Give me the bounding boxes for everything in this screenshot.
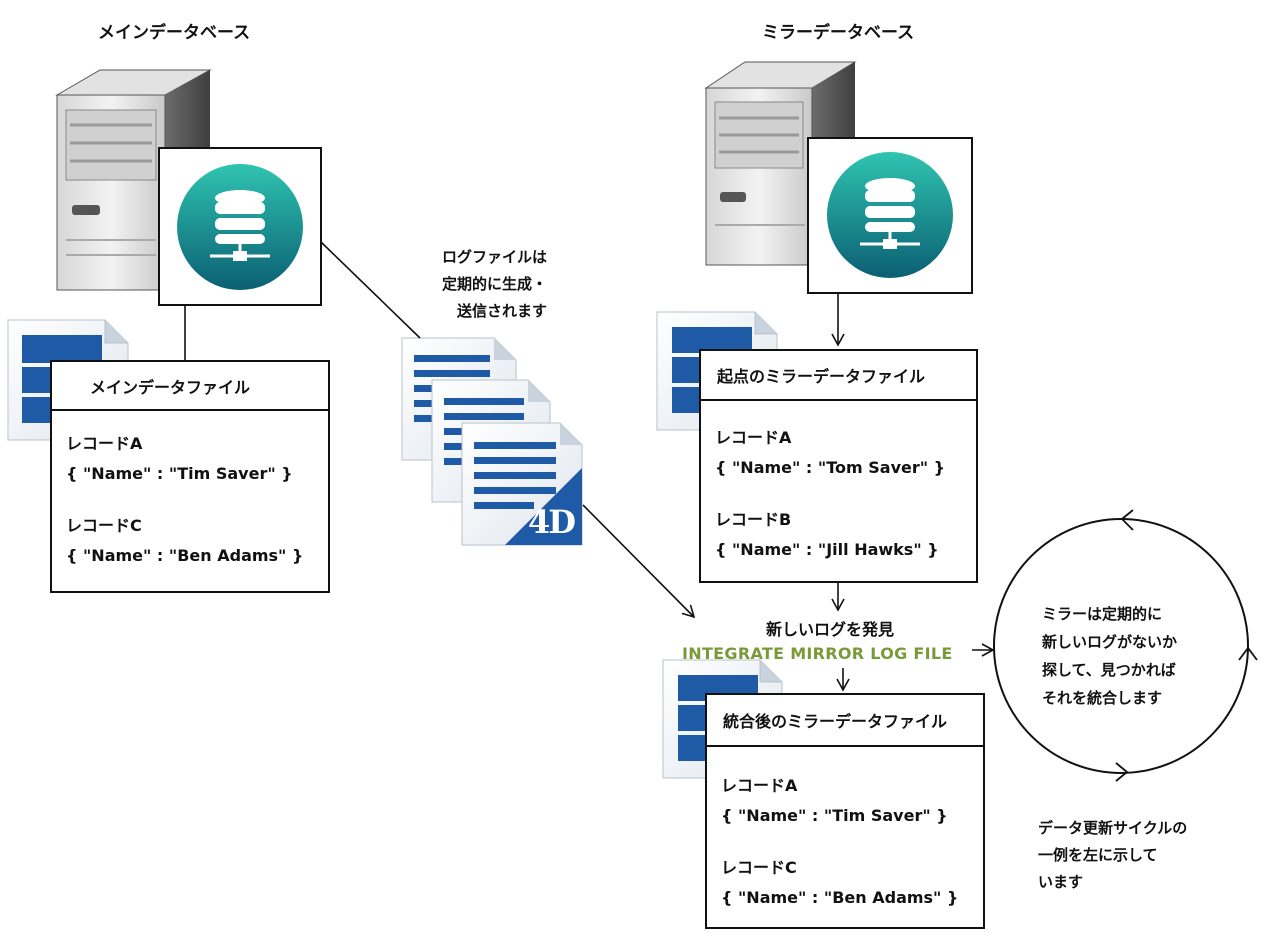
update-cycle-circle — [993, 509, 1258, 782]
record-value: { "Name" : "Tim Saver" } — [66, 464, 293, 483]
4d-logo-icon — [505, 468, 582, 545]
record-label: レコードC — [66, 516, 142, 535]
database-network-icon — [807, 137, 973, 294]
log-note: ログファイルは 定期的に生成・ 送信されます — [423, 244, 547, 325]
log-note-line: 送信されます — [457, 302, 548, 320]
start-mirror-file-box: 起点のミラーデータファイル レコードA { "Name" : "Tom Save… — [699, 349, 978, 583]
result-mirror-file-title: 統合後のミラーデータファイル — [707, 695, 983, 747]
main-database-title: メインデータベース — [98, 23, 251, 43]
record-label: レコードA — [721, 776, 798, 795]
record-value: { "Name" : "Tim Saver" } — [721, 806, 948, 825]
cycle-caption-line: データ更新サイクルの — [1038, 819, 1188, 837]
result-mirror-file-box: 統合後のミラーデータファイル レコードA { "Name" : "Tim Sav… — [705, 693, 985, 929]
record-value: { "Name" : "Jill Hawks" } — [715, 540, 939, 559]
record-label: レコードB — [715, 510, 792, 529]
record-value: { "Name" : "Ben Adams" } — [66, 546, 304, 565]
record-label: レコードA — [715, 428, 792, 447]
database-network-icon — [158, 147, 322, 306]
main-data-file-title: メインデータファイル — [52, 362, 328, 411]
log-note-line: ログファイルは — [442, 248, 548, 266]
cycle-text-line: ミラーは定期的に — [1042, 605, 1163, 623]
mirror-database-title: ミラーデータベース — [762, 23, 915, 43]
cycle-text-line: 新しいログがないか — [1042, 633, 1178, 651]
cycle-caption: データ更新サイクルの 一例を左に示して います — [1038, 815, 1187, 896]
record-value: { "Name" : "Tom Saver" } — [715, 458, 946, 477]
4d-badge: 4D — [528, 503, 576, 541]
record-label: レコードA — [66, 434, 143, 453]
integrate-command: INTEGRATE MIRROR LOG FILE — [682, 644, 953, 663]
main-data-file-box: メインデータファイル レコードA { "Name" : "Tim Saver" … — [50, 360, 330, 593]
cycle-text: ミラーは定期的に 新しいログがないか 探して、見つかれば それを統合します — [1042, 600, 1177, 712]
start-mirror-file-title: 起点のミラーデータファイル — [701, 351, 976, 401]
log-note-line: 定期的に生成・ — [442, 275, 548, 293]
cycle-caption-line: います — [1038, 873, 1084, 891]
cycle-text-line: それを統合します — [1042, 689, 1163, 707]
server-tower-icon — [704, 61, 857, 266]
record-value: { "Name" : "Ben Adams" } — [721, 888, 959, 907]
cycle-text-line: 探して、見つかれば — [1042, 661, 1176, 679]
new-log-found-label: 新しいログを発見 — [766, 620, 895, 639]
record-label: レコードC — [721, 858, 797, 877]
log-file-icon — [461, 422, 583, 546]
cycle-caption-line: 一例を左に示して — [1038, 846, 1158, 864]
